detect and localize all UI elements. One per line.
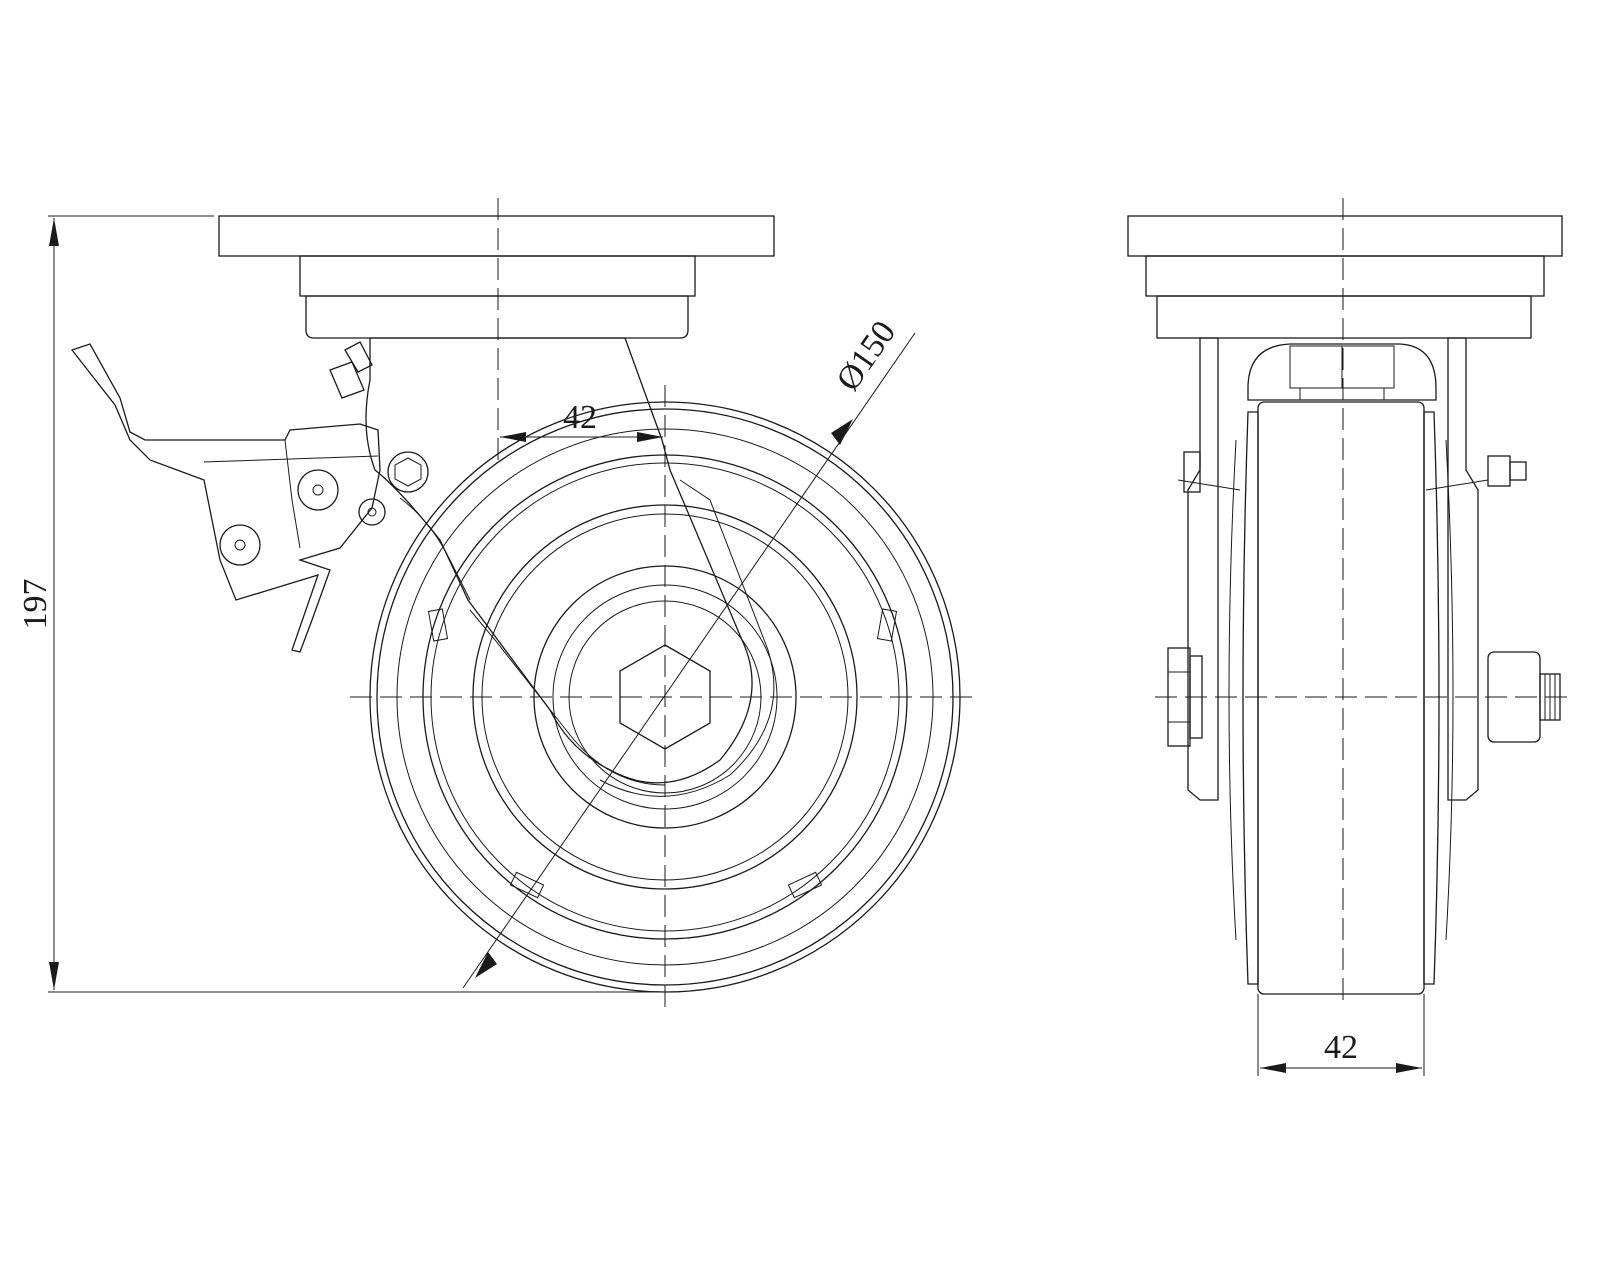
side-top-plate bbox=[1127, 215, 1563, 339]
dim-diameter-label: Ø150 bbox=[830, 314, 904, 397]
dim-offset: 42 bbox=[500, 399, 663, 442]
dim-total-height: 197 bbox=[17, 215, 665, 993]
side-fork-legs bbox=[1177, 337, 1489, 801]
dim-offset-label: 42 bbox=[563, 399, 597, 436]
side-swivel-housing bbox=[1247, 343, 1437, 401]
top-plate bbox=[218, 215, 775, 339]
tread-notches bbox=[427, 608, 898, 899]
brake-mechanism bbox=[70, 341, 471, 653]
dim-wheel-width: 42 bbox=[1257, 994, 1425, 1076]
side-axle bbox=[1167, 451, 1561, 747]
front-view: 197 42 Ø150 bbox=[17, 198, 978, 1010]
side-wheel bbox=[1228, 401, 1454, 995]
fork-leg bbox=[365, 337, 775, 797]
side-view: 42 bbox=[1127, 198, 1570, 1076]
dim-total-height-label: 197 bbox=[17, 579, 54, 630]
dim-wheel-width-label: 42 bbox=[1324, 1029, 1358, 1066]
